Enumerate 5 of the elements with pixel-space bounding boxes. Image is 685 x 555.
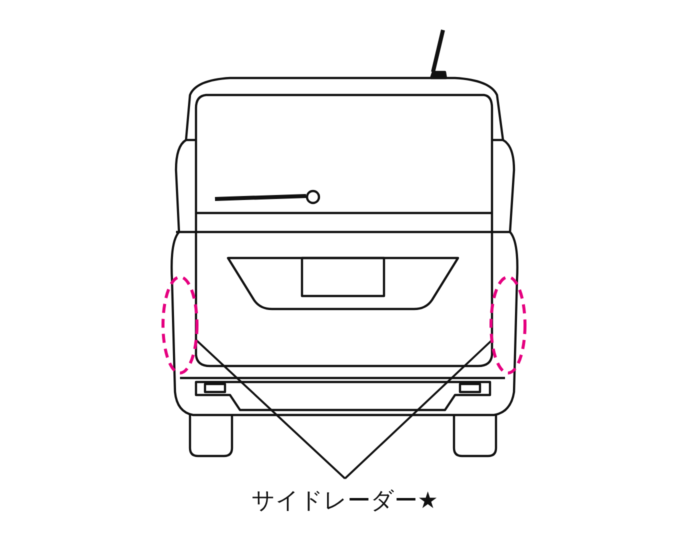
sensor-area-outline xyxy=(160,274,200,376)
callout-label: サイドレーダー★ xyxy=(252,484,438,516)
leader-line xyxy=(195,339,346,480)
leader-line xyxy=(344,339,493,480)
sensor-area-outline xyxy=(488,274,528,376)
